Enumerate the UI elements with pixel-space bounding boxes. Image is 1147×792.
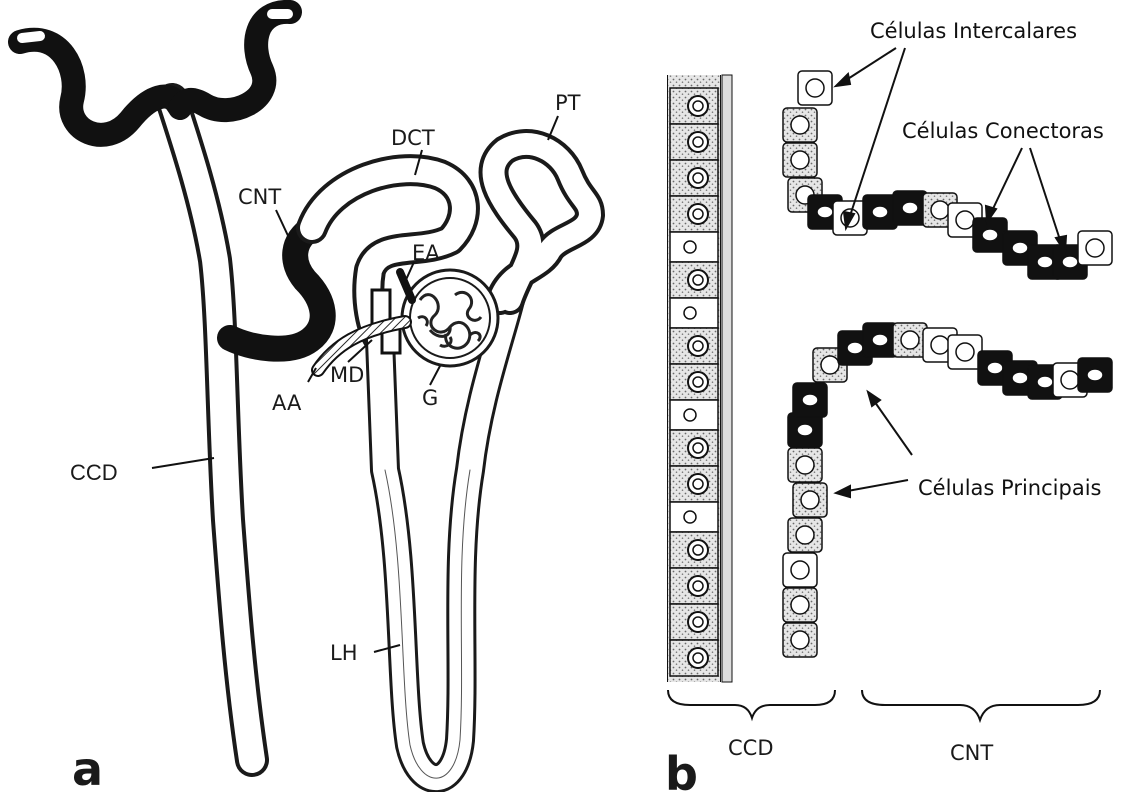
- principal-cell: [793, 483, 827, 517]
- principal-cell: [670, 640, 718, 676]
- principal-cell: [670, 328, 718, 364]
- intercalated-cell: [783, 553, 817, 587]
- principal-cell: [783, 588, 817, 622]
- intercalated-cell: [1078, 231, 1112, 265]
- loop-of-henle: [380, 300, 510, 778]
- panel-a-letter: a: [72, 742, 103, 792]
- bracket-ccd: [668, 690, 835, 718]
- intercalated-cell: [670, 400, 718, 430]
- principal-cell: [670, 568, 718, 604]
- principal-cell: [783, 108, 817, 142]
- principal-cell: [788, 448, 822, 482]
- glomerulus: [402, 270, 498, 366]
- principal-cell: [670, 466, 718, 502]
- principal-cell: [670, 430, 718, 466]
- connecting-cell: [1078, 358, 1112, 392]
- efferent-arteriole: [400, 272, 412, 300]
- bracket-cnt: [862, 690, 1100, 720]
- label-pt: PT: [555, 91, 581, 115]
- connecting-cell: [973, 218, 1007, 252]
- principal-cell: [670, 196, 718, 232]
- label-ccd-a: CCD: [70, 460, 118, 485]
- connecting-cell: [793, 383, 827, 417]
- panel-b-letter: b: [665, 747, 698, 792]
- intercalated-cell: [948, 335, 982, 369]
- principal-cell: [670, 88, 718, 124]
- principal-cell: [893, 323, 927, 357]
- annotation-intercalares: Células Intercalares: [870, 19, 1077, 43]
- connecting-cell: [893, 191, 927, 225]
- label-ea: EA: [412, 241, 440, 265]
- label-ccd-b: CCD: [728, 736, 774, 760]
- label-dct: DCT: [391, 126, 435, 150]
- upper-connecting-tubules: [20, 12, 290, 135]
- intercalated-cell: [670, 298, 718, 328]
- panel-b: Células Intercalares Células Conectoras …: [665, 19, 1112, 792]
- panel-a: DCT PT CNT EA MD AA G CCD LH a: [20, 12, 590, 792]
- cnt-segment: [230, 228, 323, 349]
- principal-cell: [670, 160, 718, 196]
- annotation-conectoras: Células Conectoras: [902, 119, 1104, 143]
- label-cnt-b: CNT: [950, 741, 993, 765]
- principal-cell: [670, 262, 718, 298]
- label-cnt-a: CNT: [238, 185, 281, 209]
- label-aa: AA: [272, 391, 302, 415]
- intercalated-cell: [798, 71, 832, 105]
- principal-cell: [783, 623, 817, 657]
- connecting-cell: [788, 413, 822, 447]
- principal-cell: [788, 518, 822, 552]
- connecting-cell: [863, 195, 897, 229]
- connecting-cell: [863, 323, 897, 357]
- pt-tube: [494, 144, 590, 300]
- principal-cell: [670, 604, 718, 640]
- label-md: MD: [330, 363, 364, 387]
- annotation-principais: Células Principais: [918, 476, 1101, 500]
- intercalated-cell: [670, 502, 718, 532]
- intercalated-cell: [670, 232, 718, 262]
- principal-cell: [670, 124, 718, 160]
- principal-cell: [670, 364, 718, 400]
- label-lh: LH: [330, 641, 358, 665]
- label-g: G: [422, 386, 438, 410]
- ccd-cell-column: [668, 75, 732, 682]
- principal-cell: [670, 532, 718, 568]
- principal-cell: [783, 143, 817, 177]
